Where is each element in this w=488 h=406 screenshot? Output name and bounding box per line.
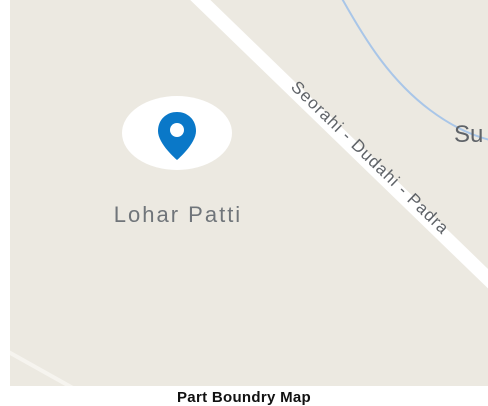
main-road [190,0,488,289]
map-layers: Seorahi - Dudahi - Padra Su [10,0,488,386]
place-marker[interactable] [122,96,232,170]
stream-line [341,0,488,141]
location-pin-icon [158,112,196,160]
map-view[interactable]: Seorahi - Dudahi - Padra Su Lohar Patti [10,0,488,386]
place-label: Lohar Patti [113,202,243,227]
edge-place-label: Su [454,121,483,148]
secondary-road [10,350,74,386]
map-caption: Part Boundry Map [177,389,311,406]
